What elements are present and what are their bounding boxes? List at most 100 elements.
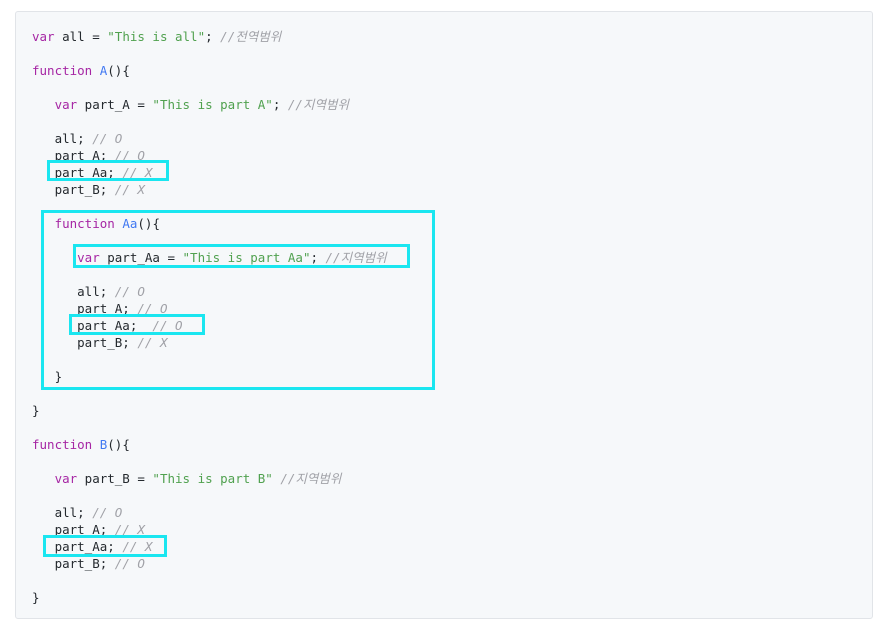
code-line: all; // O [32, 504, 387, 521]
indent [32, 522, 55, 537]
keyword: var [54, 471, 78, 486]
code-text: part_B; [54, 182, 115, 197]
comment: // X [114, 182, 145, 197]
comment: //지역범위 [325, 250, 387, 265]
code-line: var part_A = "This is part A"; //지역범위 [32, 96, 387, 113]
code-text: (){ [107, 437, 130, 452]
keyword: var [77, 250, 100, 265]
comment: //지역범위 [287, 97, 349, 112]
function-name: B [99, 437, 108, 452]
code-text: } [32, 590, 40, 605]
indent [32, 318, 77, 333]
code-line [32, 385, 387, 402]
keyword: function [54, 216, 115, 231]
indent [32, 335, 77, 350]
indent [32, 301, 77, 316]
code-line [32, 113, 387, 130]
keyword: var [54, 97, 78, 112]
code-text: } [32, 403, 40, 418]
function-name: Aa [122, 216, 138, 231]
code-text: part_B = [77, 471, 153, 486]
code-line: all; // O [32, 283, 387, 300]
code-text: part_A; [54, 522, 115, 537]
string-literal: "This is part B" [152, 471, 273, 486]
code-block: var all = "This is all"; //전역범위 function … [15, 11, 873, 619]
code-line [32, 487, 387, 504]
comment: // O [114, 284, 145, 299]
code-text [92, 437, 100, 452]
indent [32, 131, 55, 146]
code-text: ; [272, 97, 288, 112]
code-line: part_Aa; // O [32, 317, 387, 334]
code-line: part_A; // O [32, 300, 387, 317]
code-text: all; [77, 284, 115, 299]
indent [32, 284, 77, 299]
code-text: part_B; [54, 556, 115, 571]
code-text: part_Aa; [54, 165, 123, 180]
code-line: part_Aa; // X [32, 164, 387, 181]
code-text: all; [54, 505, 93, 520]
comment: // O [114, 148, 145, 163]
code-text: all = [54, 29, 108, 44]
code-line [32, 198, 387, 215]
code-text: part_A; [77, 301, 138, 316]
string-literal: "This is all" [107, 29, 206, 44]
code-line [32, 232, 387, 249]
code-line: function A(){ [32, 62, 387, 79]
code-text: part_Aa = [99, 250, 183, 265]
code-text: all; [54, 131, 93, 146]
code-line: } [32, 368, 387, 385]
code-text: part_A; [54, 148, 115, 163]
code-text: part_Aa; [54, 539, 123, 554]
code-text: part_A = [77, 97, 153, 112]
code-line [32, 266, 387, 283]
indent [32, 556, 55, 571]
code-text: } [54, 369, 63, 384]
comment: // O [92, 505, 123, 520]
code-line: part_Aa; // X [32, 538, 387, 555]
code-line [32, 453, 387, 470]
indent [32, 97, 55, 112]
code-line: part_B; // O [32, 555, 387, 572]
comment: // X [122, 539, 153, 554]
code-line [32, 351, 387, 368]
comment: // O [137, 301, 168, 316]
comment: // O [92, 131, 123, 146]
code-text: (){ [137, 216, 160, 231]
code-text: ; [205, 29, 221, 44]
comment: // O [114, 556, 145, 571]
code-line: } [32, 402, 387, 419]
code-line [32, 79, 387, 96]
code-line: part_A; // O [32, 147, 387, 164]
code-line: all; // O [32, 130, 387, 147]
indent [32, 148, 55, 163]
keyword: function [32, 63, 93, 78]
indent [32, 165, 55, 180]
code-text: part_B; [77, 335, 138, 350]
comment: // O [152, 318, 183, 333]
code-text [92, 63, 100, 78]
code-line [32, 45, 387, 62]
function-name: A [99, 63, 108, 78]
code-line: } [32, 589, 387, 606]
string-literal: "This is part A" [152, 97, 273, 112]
code-line: part_A; // X [32, 521, 387, 538]
indent [32, 471, 55, 486]
indent [32, 505, 55, 520]
keyword: function [32, 437, 93, 452]
code-content: var all = "This is all"; //전역범위 function … [32, 28, 387, 606]
comment: // X [114, 522, 145, 537]
code-text: ; [310, 250, 326, 265]
comment: // X [122, 165, 153, 180]
string-literal: "This is part Aa" [182, 250, 311, 265]
comment: //지역범위 [280, 471, 342, 486]
comment: //전역범위 [220, 29, 282, 44]
code-line: function Aa(){ [32, 215, 387, 232]
keyword: var [32, 29, 55, 44]
indent [32, 250, 77, 265]
indent [32, 539, 55, 554]
indent [32, 182, 55, 197]
indent [32, 369, 55, 384]
code-line: function B(){ [32, 436, 387, 453]
code-line: var all = "This is all"; //전역범위 [32, 28, 387, 45]
